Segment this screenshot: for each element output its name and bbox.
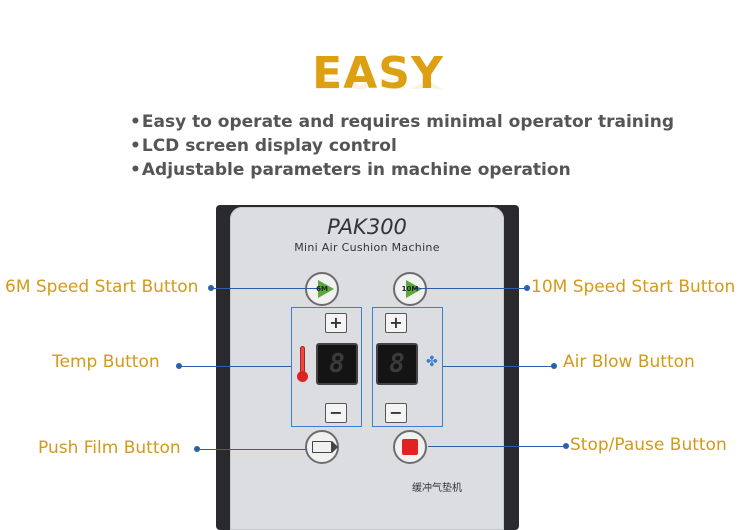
feature-item: •LCD screen display control	[130, 136, 397, 156]
push-film-button[interactable]	[305, 430, 339, 464]
callout-line	[412, 288, 526, 289]
play-triangle-icon	[406, 280, 422, 298]
control-panel	[230, 207, 504, 530]
callout-air-blow: Air Blow Button	[563, 352, 695, 372]
heading-reflection: EASY	[312, 74, 444, 92]
callout-line	[443, 366, 553, 367]
feature-item: •Easy to operate and requires minimal op…	[130, 112, 674, 132]
callout-dot	[524, 285, 530, 291]
stop-pause-button[interactable]	[393, 430, 427, 464]
air-minus-button[interactable]: −	[385, 403, 407, 423]
callout-speed-10m: 10M Speed Start Button	[531, 277, 736, 297]
feature-item: •Adjustable parameters in machine operat…	[130, 160, 571, 180]
callout-speed-6m: 6M Speed Start Button	[5, 277, 199, 297]
speed-6m-button[interactable]: 6M	[305, 272, 339, 306]
fan-icon: ✤	[426, 354, 438, 370]
play-triangle-icon	[318, 280, 334, 298]
machine-subtitle: Mini Air Cushion Machine	[294, 241, 440, 254]
callout-temp: Temp Button	[52, 352, 160, 372]
feature-list: •Easy to operate and requires minimal op…	[130, 110, 674, 182]
callout-dot	[551, 363, 557, 369]
temp-lcd-display: 8	[316, 343, 358, 385]
model-name: PAK300	[327, 215, 407, 239]
callout-line	[179, 366, 291, 367]
speed-6m-label: 6M	[316, 285, 328, 293]
temp-minus-button[interactable]: −	[325, 403, 347, 423]
callout-push-film: Push Film Button	[38, 438, 181, 458]
heading-title: EASY	[312, 48, 444, 99]
air-plus-button[interactable]: +	[385, 313, 407, 333]
air-lcd-display: 8	[376, 343, 418, 385]
stop-square-icon	[402, 439, 418, 455]
speed-10m-button[interactable]: 10M	[393, 272, 427, 306]
callout-dot	[563, 443, 569, 449]
push-film-icon	[312, 441, 338, 453]
temp-plus-button[interactable]: +	[325, 313, 347, 333]
speed-10m-label: 10M	[401, 285, 419, 293]
temp-control-group	[291, 307, 362, 427]
callout-line	[428, 446, 565, 447]
chinese-product-label: 缓冲气垫机	[412, 483, 462, 494]
callout-line	[211, 288, 321, 289]
air-control-group	[372, 307, 443, 427]
callout-stop-pause: Stop/Pause Button	[570, 435, 727, 455]
callout-line	[197, 449, 307, 450]
thermometer-icon	[297, 346, 308, 382]
